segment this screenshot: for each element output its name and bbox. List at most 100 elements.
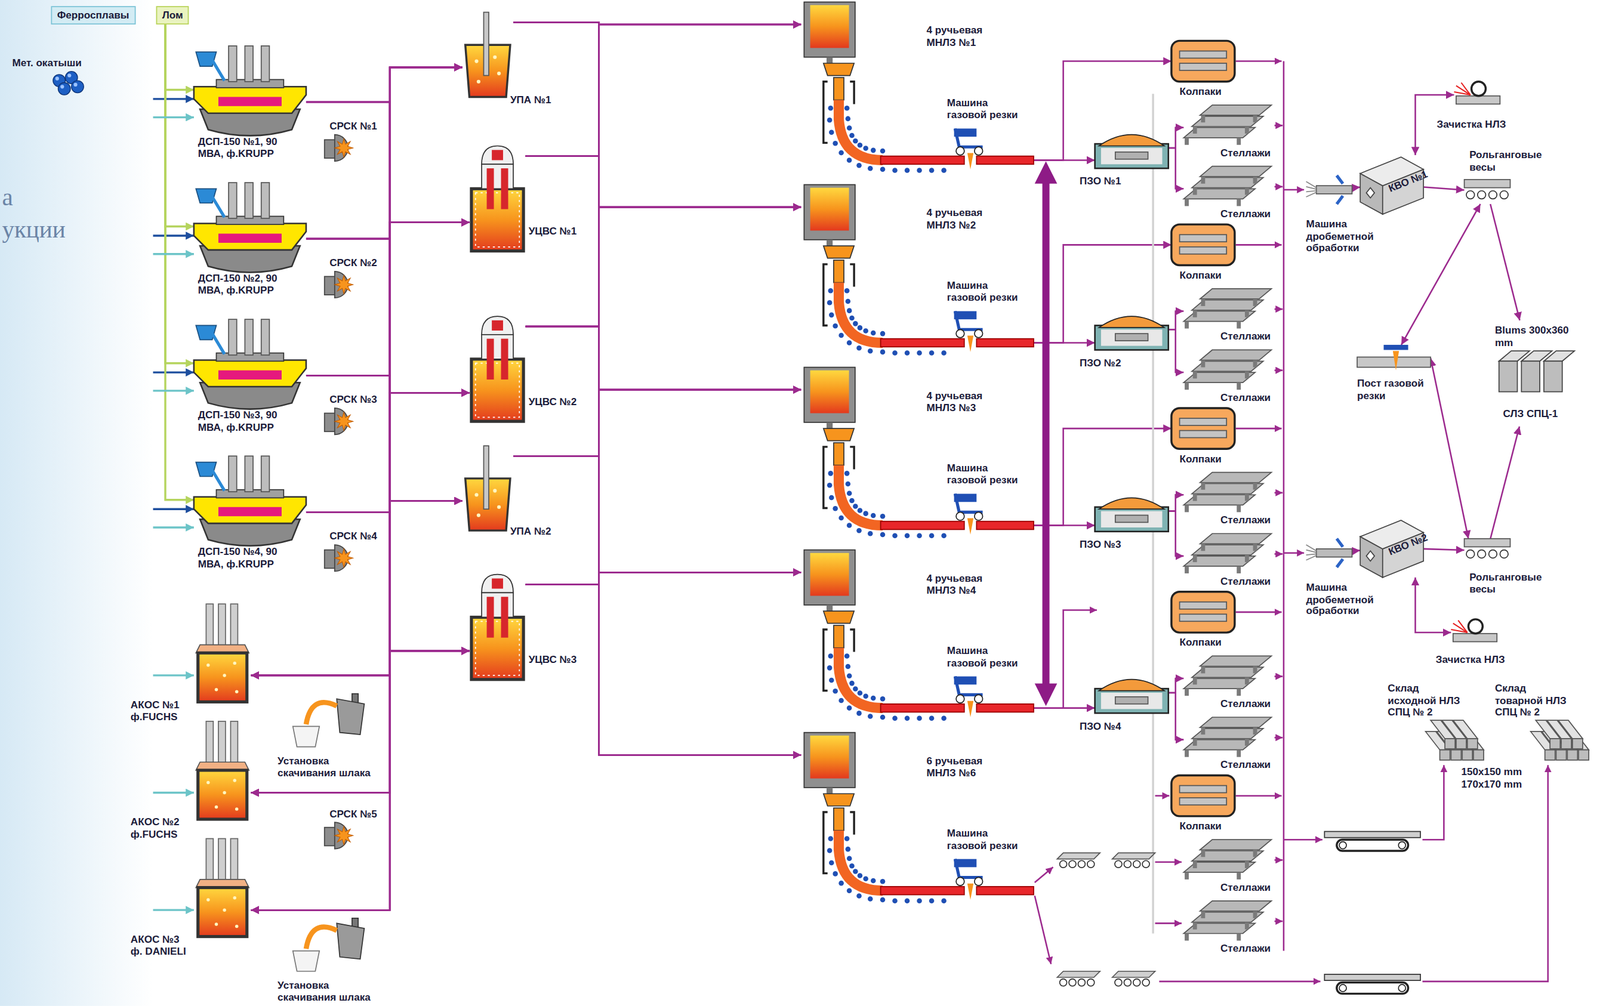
guide-roll <box>827 117 833 123</box>
furnace-bath <box>218 370 282 380</box>
guide-roll <box>916 350 923 356</box>
ladle <box>198 652 248 702</box>
flow-connector <box>1352 550 1361 551</box>
billet <box>976 886 1034 896</box>
cutter-frame <box>954 310 983 330</box>
rack-leg <box>1244 861 1250 869</box>
bin-chute <box>212 196 225 218</box>
slag-stream <box>306 926 337 949</box>
node-label: Колпаки <box>1179 636 1222 649</box>
guide-roll <box>880 879 886 885</box>
mould-bracket <box>823 446 828 509</box>
flow-arrow <box>1274 492 1284 495</box>
guide-roll <box>880 331 886 337</box>
cooling-unit: ПЗО №1 <box>1095 127 1169 171</box>
guide-roll <box>856 528 862 534</box>
mould-bracket <box>823 812 828 874</box>
electric-arc-furnace: ДСП-150 №3, 90 МВА, ф.KRUPP <box>193 319 307 409</box>
flow-connector <box>306 67 463 103</box>
flow-connector <box>251 67 463 794</box>
flow-connector <box>306 102 463 502</box>
guide-roll <box>827 665 833 671</box>
guide-roll <box>862 693 869 699</box>
flow-connector <box>513 455 801 573</box>
node-label: СРСК №2 <box>329 257 377 270</box>
rack-shelf <box>1200 839 1272 850</box>
cutter-frame <box>954 128 983 147</box>
guide-roll <box>846 856 853 862</box>
node-label: Стеллажи <box>1220 698 1271 711</box>
strand <box>838 648 883 709</box>
flow-connector <box>306 102 470 223</box>
vacuum-degasser: УЦВС №2 <box>469 316 526 424</box>
node-label: Установка скачивания шлака <box>277 754 390 779</box>
slag-processing-unit: СРСК №4 <box>324 543 361 573</box>
rack-leg <box>1244 187 1250 196</box>
rack-shelf <box>1200 717 1272 728</box>
rack-shelf <box>1200 349 1272 360</box>
billet <box>1179 418 1228 426</box>
roller <box>1499 190 1509 200</box>
hood <box>1171 592 1235 633</box>
furnace-body <box>193 497 307 524</box>
node-label: Машина дробеметной обработки <box>1306 581 1389 618</box>
rack-shelf <box>1200 533 1272 544</box>
furnace-body <box>193 86 307 113</box>
electrode <box>230 721 238 767</box>
storage-rack: Стеллажи <box>1183 166 1273 208</box>
flow-connector <box>513 22 801 756</box>
node-label: Стеллажи <box>1220 392 1271 405</box>
node-label: Машина газовой резки <box>947 645 1025 669</box>
electrode <box>244 455 254 492</box>
hood <box>1171 224 1235 265</box>
roller <box>1114 860 1122 868</box>
grinding-wheel <box>1468 619 1483 634</box>
shot-blasting-machine: Машина дробеметной обработки <box>1306 538 1353 568</box>
node-label: Зачистка НЛЗ <box>1435 654 1506 667</box>
node-label: Мет. окатыши <box>12 57 82 70</box>
node-label: 6 ручьевая МНЛЗ №6 <box>926 754 999 779</box>
strand <box>838 100 883 161</box>
guide-roll <box>856 345 862 351</box>
guide-roll <box>904 898 911 904</box>
billet <box>1115 515 1149 523</box>
cleaning-station: Зачистка НЛЗ <box>1453 81 1500 109</box>
ladle-nozzle <box>826 239 833 246</box>
electrode <box>261 455 270 492</box>
hood <box>1171 775 1235 816</box>
flow-arrow <box>1235 611 1282 614</box>
billet <box>976 156 1034 165</box>
billet <box>1316 185 1353 194</box>
flow-connector <box>525 24 802 157</box>
flow-connector <box>251 392 470 793</box>
strand <box>838 282 883 344</box>
guide-roll <box>857 325 863 331</box>
transfer-arrow <box>1042 179 1050 688</box>
guide-roll <box>845 664 852 670</box>
flow-arrow <box>1274 859 1284 862</box>
lance <box>483 445 489 510</box>
rack-leg <box>1236 872 1241 880</box>
mould-bracket <box>823 264 828 326</box>
billet <box>1453 633 1498 643</box>
rack-shelf <box>1200 288 1272 299</box>
guide-roll <box>827 848 833 854</box>
rack-leg <box>1192 677 1198 685</box>
bubble <box>235 807 239 811</box>
bubble <box>214 922 218 926</box>
mould <box>833 442 844 466</box>
flow-connector <box>306 67 463 513</box>
guide-roll <box>862 876 869 882</box>
storage-rack: Стеллажи <box>1183 105 1273 146</box>
node-label: Машина газовой резки <box>947 96 1025 120</box>
rack-leg <box>1200 727 1205 735</box>
guide-roll <box>916 167 923 174</box>
flow-arrow <box>1283 839 1323 841</box>
billet <box>1462 750 1473 761</box>
flow-connector <box>1168 127 1185 149</box>
rack-leg <box>1184 504 1189 513</box>
roller <box>1077 979 1085 987</box>
billet <box>1453 720 1478 739</box>
node-label: Стеллажи <box>1220 942 1271 955</box>
storage-rack: Стеллажи <box>1183 533 1273 575</box>
